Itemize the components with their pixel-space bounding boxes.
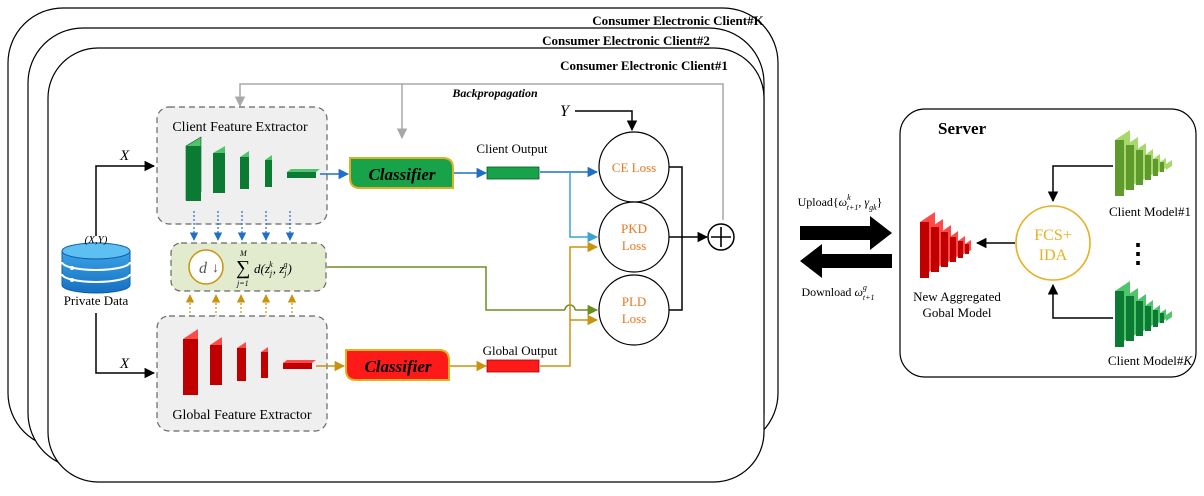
client-classifier-button: [349, 157, 454, 189]
sum-symbol: ∑: [236, 257, 250, 279]
client-output-bar: [486, 166, 540, 180]
global-layer-3-front: [237, 348, 246, 381]
client-model-k-label: Client Model#K: [1108, 353, 1193, 368]
upload-arrow: [800, 216, 892, 250]
client-to-distance-arrows: [189, 211, 295, 241]
global-fe-title: Global Feature Extractor: [172, 408, 312, 423]
ce-to-plus: [669, 166, 683, 237]
server-dots: ⋮: [1125, 239, 1151, 268]
client-frame-1: [47, 47, 765, 483]
client-model-1-label: Client Model#1: [1109, 204, 1191, 219]
client-output-to-pkd: [569, 172, 599, 243]
global-layer-4-front: [261, 352, 268, 378]
distance-d: d: [199, 260, 208, 277]
global-layer-flat-top: [283, 360, 316, 363]
client-fe-title: Client Feature Extractor: [172, 120, 308, 135]
client-layer-2-front: [213, 153, 225, 193]
sum-upper: M: [239, 249, 248, 258]
global-layer-2-front: [210, 345, 222, 385]
global-output-to-losses: [540, 241, 599, 367]
client-layer-1-front: [186, 146, 201, 201]
y-label: Y: [560, 103, 571, 120]
global-classifier-button: [345, 349, 450, 381]
ida-label: IDA: [1039, 247, 1068, 264]
x-bottom-label: X: [119, 356, 130, 372]
pkd-loss-label-2: Loss: [622, 238, 647, 253]
sum-lower: j=1: [236, 279, 249, 288]
server-title: Server: [938, 119, 987, 138]
global-layer-flat-front: [283, 363, 312, 369]
global-layers: [183, 329, 316, 395]
ce-loss-label: CE Loss: [612, 160, 656, 175]
backprop-line: [234, 83, 724, 220]
client-layer-flat: [287, 169, 320, 172]
pld-to-plus: [669, 237, 683, 311]
pld-loss-node: [598, 274, 670, 346]
aggregated-label-2: Gobal Model: [923, 305, 992, 320]
global-classifier-label: Classifier: [364, 357, 431, 376]
client-2-title: Consumer Electronic Client#2: [542, 33, 710, 48]
x-bottom-arrow: [95, 313, 156, 379]
pld-loss-label-2: Loss: [622, 311, 647, 326]
aggregated-label-1: New Aggregated: [913, 289, 1001, 304]
download-arrow: [800, 244, 892, 278]
y-to-ce: [575, 110, 638, 132]
client-layer-flat-front: [287, 172, 316, 178]
fcs-ida-node: [1015, 205, 1091, 281]
global-output-label: Global Output: [483, 343, 558, 358]
pkd-loss-node: [598, 201, 670, 273]
distance-circle: [188, 249, 224, 285]
client-model-k-icon: [1115, 281, 1172, 347]
aggregated-model-icon: [920, 212, 971, 278]
pkd-loss-label-1: PKD: [621, 221, 647, 236]
client-output-label: Client Output: [476, 141, 548, 156]
database-icon: [61, 242, 131, 294]
private-data-label: Private Data: [64, 293, 129, 308]
client-layer-3-front: [240, 157, 249, 189]
client-model-1-icon: [1115, 130, 1172, 196]
client-1-title: Consumer Electronic Client#1: [560, 58, 728, 73]
pld-loss-label-1: PLD: [622, 294, 647, 309]
global-output-bar: [486, 359, 540, 373]
x-top-label: X: [119, 148, 130, 164]
sum-expression: d(zjk, zjg): [254, 260, 292, 278]
client-model-1-to-fcs: [1047, 165, 1113, 203]
backprop-label: Backpropagation: [451, 86, 538, 100]
fcs-label: FCS+: [1034, 227, 1072, 244]
global-layer-1-front: [183, 339, 198, 395]
client-k-title: Consumer Electronic Client#K: [592, 13, 764, 28]
client-layer-4-front: [265, 160, 272, 187]
x-top-arrow: [95, 160, 156, 236]
client-layers: [185, 136, 320, 201]
client-classifier-label: Classifier: [368, 165, 435, 184]
distance-to-pld: [327, 266, 565, 311]
client-model-k-to-fcs: [1047, 283, 1113, 319]
xy-label: (X,Y): [85, 234, 108, 246]
distance-down-arrow: ↓: [212, 261, 219, 276]
